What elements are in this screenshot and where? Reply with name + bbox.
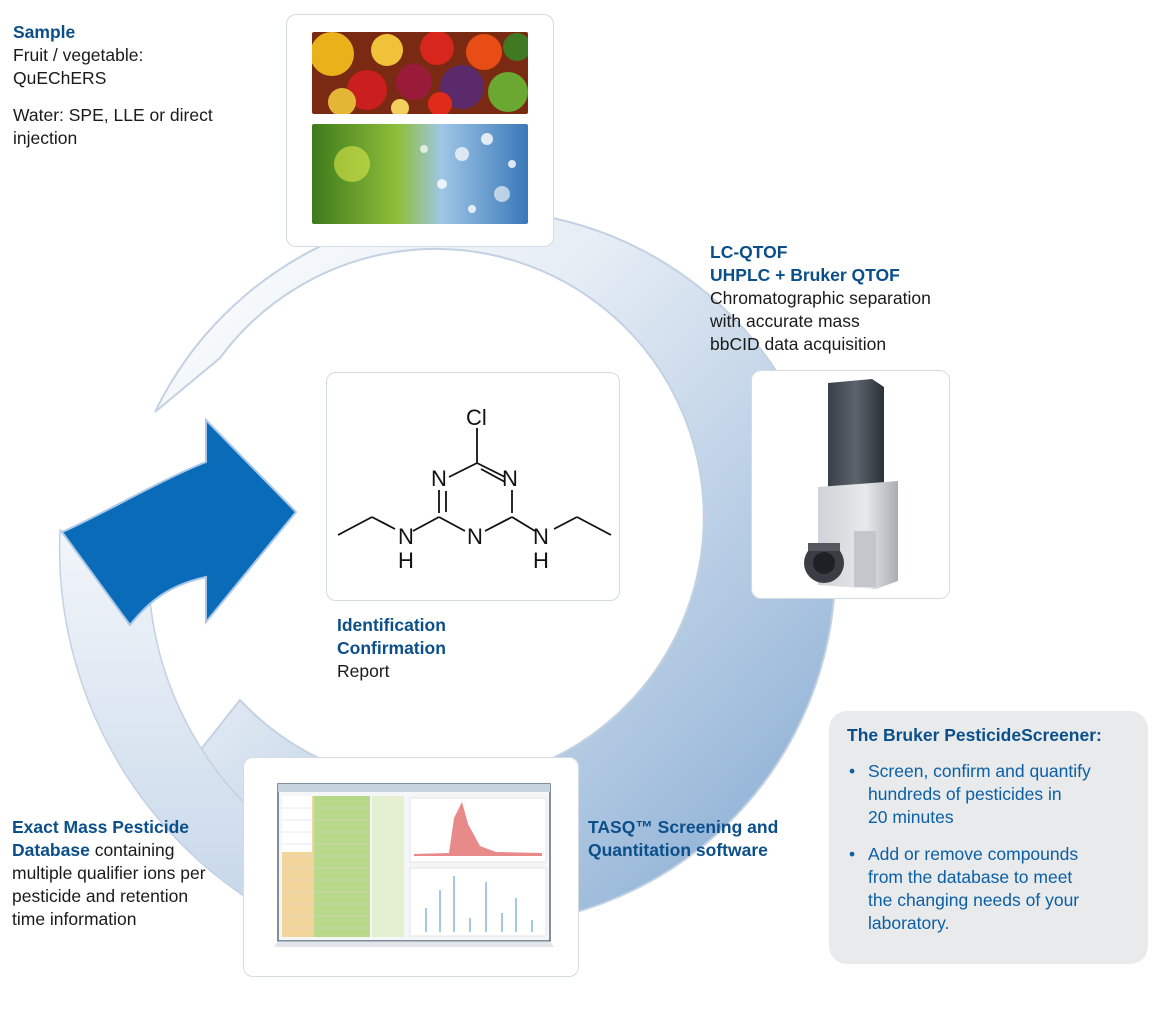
database-line: pesticide and retention: [12, 886, 189, 906]
sample-label: Sample Fruit / vegetable: QuEChERS Water…: [13, 21, 213, 150]
list-item-line: laboratory.: [868, 913, 950, 933]
molecule-card: Cl N N N N H N H: [326, 372, 620, 601]
tasq-label: TASQ™ Screening and Quantitation softwar…: [588, 816, 778, 862]
list-item-line: Add or remove compounds: [868, 844, 1079, 864]
report-label: Report: [337, 661, 390, 681]
chlorine-atom: Cl: [466, 405, 487, 430]
lcqtof-line: with accurate mass: [710, 311, 860, 331]
software-card: [243, 757, 579, 977]
list-item-line: 20 minutes: [868, 807, 954, 827]
list-item-line: from the database to meet: [868, 867, 1073, 887]
database-line: time information: [12, 909, 137, 929]
lcqtof-subtitle: UHPLC + Bruker QTOF: [710, 265, 900, 285]
database-title-bold: Database: [12, 840, 90, 860]
tasq-subtitle: Quantitation software: [588, 840, 768, 860]
confirmation-title: Confirmation: [337, 638, 446, 658]
instrument-card: [751, 370, 950, 599]
lcqtof-line: Chromatographic separation: [710, 288, 931, 308]
ring-band-left: [58, 528, 263, 902]
lcqtof-title: LC-QTOF: [710, 242, 788, 262]
lcqtof-line: bbCID data acquisition: [710, 334, 887, 354]
nitrogen-atom: N: [502, 466, 518, 491]
identification-title: Identification: [337, 615, 446, 635]
bullet-icon: •: [849, 761, 856, 781]
tasq-software-screenshot: [274, 783, 554, 947]
tasq-title: TASQ™ Screening and: [588, 817, 779, 837]
sample-line: Water: SPE, LLE or direct: [13, 105, 213, 125]
pesticidescreener-panel: The Bruker PesticideScreener: • Screen, …: [829, 711, 1148, 964]
list-item: • Add or remove compounds from the datab…: [847, 843, 1130, 935]
nitrogen-atom: N: [467, 524, 483, 549]
bullet-icon: •: [849, 844, 856, 864]
sample-line: Fruit / vegetable:: [13, 45, 144, 65]
sample-line: injection: [13, 128, 78, 148]
atrazine-structure: Cl N N N N H N H: [337, 405, 612, 573]
identification-label: Identification Confirmation Report: [337, 614, 446, 683]
panel-list: • Screen, confirm and quantify hundreds …: [847, 760, 1130, 935]
sample-line: QuEChERS: [13, 68, 107, 88]
database-title: Exact Mass Pesticide: [12, 817, 190, 837]
sample-photos-card: [286, 14, 554, 247]
database-title-rest: containing: [89, 840, 175, 860]
vegetables-photo: [312, 32, 528, 114]
qtof-instrument-image: [804, 379, 898, 589]
list-item: • Screen, confirm and quantify hundreds …: [847, 760, 1130, 829]
nitrogen-atom: N: [431, 466, 447, 491]
cycle-arrow-icon: [60, 417, 298, 627]
amine-nitrogen-atom: N: [398, 524, 414, 549]
database-line: multiple qualifier ions per: [12, 863, 206, 883]
list-item-line: hundreds of pesticides in: [868, 784, 1062, 804]
amine-hydrogen-atom: H: [398, 548, 414, 573]
panel-title: The Bruker PesticideScreener:: [847, 725, 1102, 745]
amine-hydrogen-atom: H: [533, 548, 549, 573]
lcqtof-label: LC-QTOF UHPLC + Bruker QTOF Chromatograp…: [710, 241, 931, 356]
amine-nitrogen-atom: N: [533, 524, 549, 549]
list-item-line: Screen, confirm and quantify: [868, 761, 1091, 781]
water-photo: [312, 124, 528, 224]
database-label: Exact Mass Pesticide Database containing…: [12, 816, 206, 931]
sample-title: Sample: [13, 22, 76, 42]
list-item-line: the changing needs of your: [868, 890, 1080, 910]
